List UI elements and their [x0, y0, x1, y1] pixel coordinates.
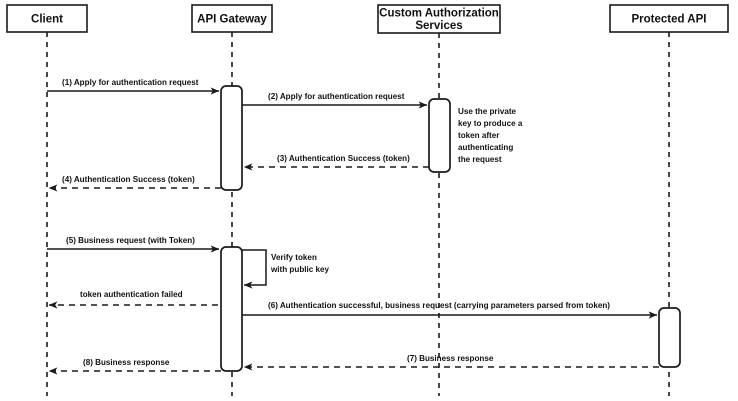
- note-private-key-line-4: authenticating: [458, 143, 513, 152]
- note-private-key-line-3: token after: [458, 131, 500, 140]
- participant-client[interactable]: Client: [6, 4, 88, 33]
- self-call-verify-token-label-line2: with public key: [270, 265, 330, 274]
- participant-label-client: Client: [31, 14, 63, 26]
- participant-label-api-gateway: API Gateway: [197, 14, 267, 26]
- message-token-authentication-failed[interactable]: token authentication failed: [48, 290, 218, 309]
- activation-gateway-auth[interactable]: [220, 85, 243, 191]
- message-1[interactable]: (1) Apply for authentication request: [47, 78, 220, 95]
- message-8-label: (8) Business response: [83, 358, 170, 367]
- participant-label-custom-authorization-services-line1: Custom Authorization: [379, 8, 499, 20]
- participant-api-gateway[interactable]: API Gateway: [191, 4, 273, 33]
- message-2[interactable]: (2) Apply for authentication request: [242, 92, 428, 109]
- note-private-key-line-2: key to produce a: [458, 119, 523, 128]
- message-3-label: (3) Authentication Success (token): [277, 154, 410, 163]
- activation-protected-api[interactable]: [658, 307, 681, 368]
- activation-bars: [220, 85, 681, 372]
- message-5[interactable]: (5) Business request (with Token): [47, 236, 220, 253]
- message-token-authentication-failed-label: token authentication failed: [80, 290, 183, 299]
- message-4-label: (4) Authentication Success (token): [62, 175, 195, 184]
- self-call-verify-token-label-line1: Verify token: [271, 253, 317, 262]
- message-7[interactable]: (7) Business response: [243, 354, 659, 371]
- note-private-key: Use the private key to produce a token a…: [458, 107, 523, 164]
- participant-box-client[interactable]: [6, 4, 88, 33]
- participant-label-protected-api: Protected API: [632, 14, 707, 26]
- participant-label-custom-authorization-services-line2: Services: [415, 20, 462, 32]
- activation-authservice-auth[interactable]: [428, 98, 451, 173]
- participant-box-protected-api[interactable]: [609, 4, 729, 33]
- self-call-verify-token-path[interactable]: [242, 249, 267, 289]
- participant-box-custom-authorization-services[interactable]: [377, 4, 501, 34]
- message-7-label: (7) Business response: [407, 354, 494, 363]
- participant-protected-api[interactable]: Protected API: [609, 4, 729, 33]
- activation-gateway-business[interactable]: [220, 246, 243, 372]
- note-private-key-line-1: Use the private: [458, 107, 517, 116]
- note-private-key-line-5: the request: [458, 155, 502, 164]
- message-4[interactable]: (4) Authentication Success (token): [48, 175, 221, 192]
- participant-box-api-gateway[interactable]: [191, 4, 273, 33]
- message-1-label: (1) Apply for authentication request: [62, 78, 199, 87]
- message-5-label: (5) Business request (with Token): [66, 236, 195, 245]
- message-6[interactable]: (6) Authentication successful, business …: [242, 301, 658, 319]
- message-8[interactable]: (8) Business response: [48, 358, 221, 375]
- message-6-label: (6) Authentication successful, business …: [268, 301, 610, 310]
- participant-custom-authorization-services[interactable]: Custom Authorization Services: [377, 4, 501, 34]
- message-2-label: (2) Apply for authentication request: [268, 92, 405, 101]
- self-call-verify-token[interactable]: Verify token with public key: [242, 249, 330, 289]
- message-3[interactable]: (3) Authentication Success (token): [243, 154, 429, 171]
